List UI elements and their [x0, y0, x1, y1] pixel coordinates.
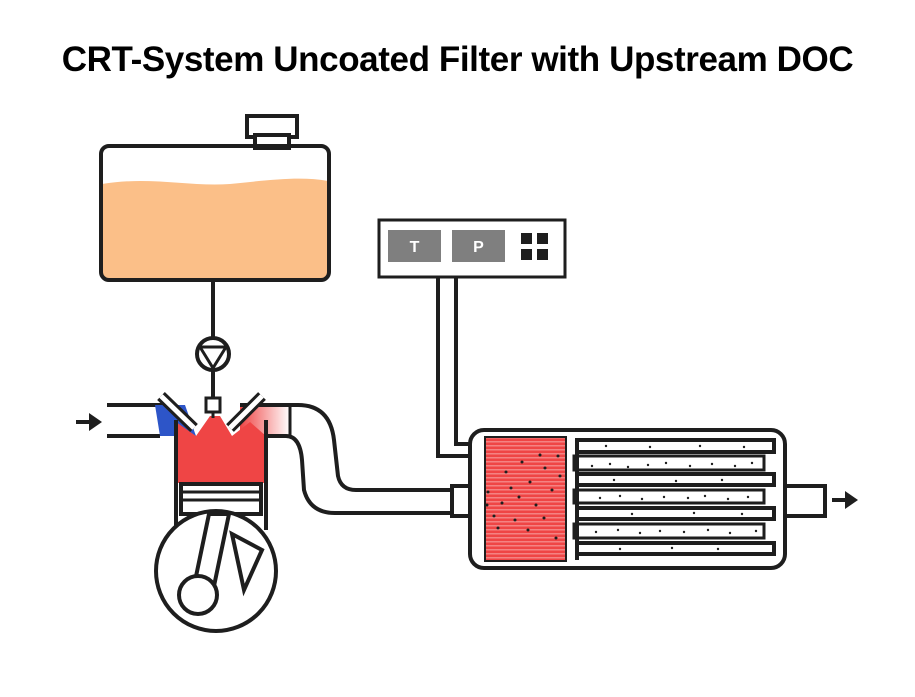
pump-icon — [195, 336, 231, 372]
page-title: CRT-System Uncoated Filter with Upstream… — [61, 40, 854, 79]
exhaust-valve — [226, 392, 266, 432]
sensor-gauge: T P — [377, 218, 567, 279]
doc-catalyst — [484, 436, 567, 562]
filter-housing — [450, 428, 827, 570]
grid-icon — [521, 233, 548, 260]
exhaust-pipe — [240, 403, 470, 515]
fuel-level — [102, 178, 328, 279]
crankshaft — [177, 574, 219, 616]
arrow-right-icon — [76, 413, 102, 431]
crank-web — [229, 530, 265, 597]
arrow-right-icon — [832, 491, 858, 509]
cylinder-walls — [174, 420, 268, 530]
soot-particles — [485, 444, 758, 551]
temperature-label: T — [410, 239, 420, 256]
intake-valve — [157, 392, 198, 432]
engine — [154, 392, 278, 633]
temperature-display — [388, 230, 441, 262]
fuel-injector — [204, 396, 222, 414]
pressure-label: P — [473, 239, 484, 256]
particulate-filter — [572, 438, 776, 560]
combustion-chamber — [176, 416, 266, 483]
pressure-display — [452, 230, 505, 262]
fuel-tank — [99, 114, 331, 282]
